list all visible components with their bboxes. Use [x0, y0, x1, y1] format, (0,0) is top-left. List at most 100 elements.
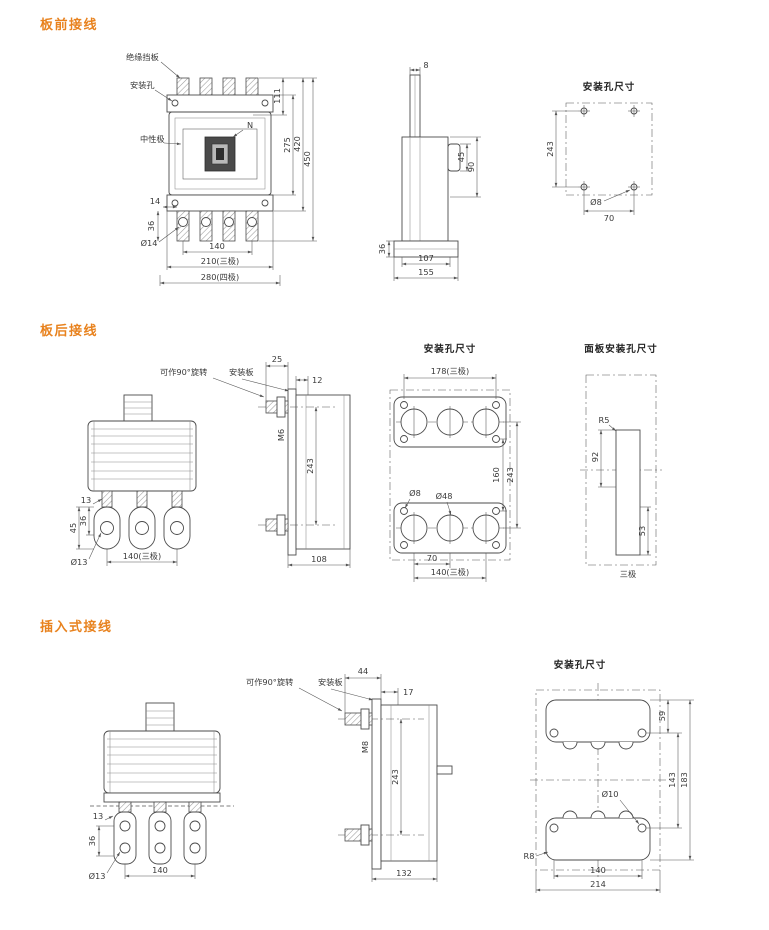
front-view-labels: 绝缘挡板 安装孔 中性极 N [126, 52, 253, 146]
dim-160: 160 [491, 467, 501, 483]
breaker-side-view [393, 74, 461, 258]
dim-8: 8 [423, 60, 428, 70]
dim-45: 45 [456, 152, 466, 162]
top-mounting-strip [166, 94, 274, 113]
dim-108: 108 [311, 554, 327, 564]
rear-view-dimensions: 13 45 36 Ø13 140(三极) [68, 495, 178, 567]
side-view-dimensions: 8 45 90 36 107 155 [377, 60, 481, 281]
dim-280: 280(四极) [201, 272, 239, 282]
bottom-mounting-strip [166, 194, 274, 212]
top-nut [276, 396, 286, 418]
dim-14: 14 [150, 196, 160, 206]
profile-body [295, 394, 351, 550]
top-nut [360, 708, 370, 730]
rear-side-dimensions: 25 12 M6 243 108 [265, 354, 351, 568]
dim-dia13: Ø13 [71, 557, 88, 567]
dim-214: 214 [590, 879, 606, 889]
mounting-hole-view: 安装孔尺寸 243 Ø8 70 [545, 81, 653, 223]
dim-243: 243 [545, 141, 555, 157]
dim-183: 183 [679, 772, 689, 788]
mounting-hole-view-title: 安装孔尺寸 [583, 81, 636, 93]
rear-terminal-tab [436, 765, 453, 775]
panel-view-title: 面板安装孔尺寸 [584, 343, 658, 355]
dim-dia10: Ø10 [602, 789, 619, 799]
dim-92: 92 [590, 452, 600, 462]
dim-36-side: 36 [377, 244, 387, 254]
mounting-hole-label: 安装孔 [130, 80, 155, 90]
dim-dia14: Ø14 [141, 238, 158, 248]
section-title-front-wiring: 板前接线 [40, 18, 99, 33]
dim-12: 12 [312, 375, 322, 385]
panel-cutout-view: 面板安装孔尺寸 R5 92 53 三极 [580, 343, 662, 579]
rear-hole-view-title: 安装孔尺寸 [424, 343, 477, 355]
dim-140: 140(三极) [123, 551, 161, 561]
dim-44: 44 [358, 666, 368, 676]
dim-140: 140 [152, 865, 168, 875]
dim-210: 210(三极) [201, 256, 239, 266]
toggle-handle [216, 148, 224, 160]
plugin-mounting-hole-view: 安装孔尺寸 59 143 183 Ø10 R [524, 659, 694, 893]
mounting-hole-top-right [261, 99, 269, 107]
dim-59: 59 [657, 711, 667, 721]
dim-140: 140 [590, 865, 606, 875]
plug-blade [148, 811, 172, 865]
dim-155: 155 [418, 267, 434, 277]
dim-275: 275 [282, 137, 292, 153]
dim-70: 70 [604, 213, 614, 223]
n-mark-label: N [247, 120, 253, 130]
breaker-front-view [166, 77, 274, 242]
rotate-label: 可作90°旋转 [246, 677, 293, 687]
plugin-wiring-drawings: 13 36 Ø13 140 可作90°旋转 安装板 [87, 659, 694, 893]
dim-132: 132 [396, 868, 412, 878]
mounting-plate-label: 安装板 [318, 677, 343, 687]
pole-count-label: 三极 [620, 569, 636, 579]
mounting-plate [371, 698, 382, 870]
section-title-plugin-wiring: 插入式接线 [40, 620, 113, 635]
insulation-barrier-label: 绝缘挡板 [126, 52, 159, 62]
plugin-side-dimensions: 44 17 M8 243 132 [344, 666, 438, 882]
dim-m8: M8 [360, 741, 370, 753]
dim-420: 420 [292, 136, 302, 152]
plug-blade [183, 811, 207, 865]
mounting-plate-label: 安装板 [229, 367, 254, 377]
plugin-hole-view-title: 安装孔尺寸 [554, 659, 607, 671]
front-wiring-drawings: 绝缘挡板 安装孔 中性极 N 111 275 420 450 14 [126, 52, 653, 286]
dim-53: 53 [637, 526, 647, 536]
dim-36: 36 [78, 516, 88, 526]
panel-cutout [615, 429, 641, 556]
dim-dia48: Ø48 [436, 491, 453, 501]
dim-140: 140 [209, 241, 225, 251]
plugin-breaker-dimensions: 13 36 Ø13 140 [87, 811, 196, 881]
side-body [401, 136, 449, 242]
bottom-nut [276, 514, 286, 536]
dim-13: 13 [81, 495, 91, 505]
dim-dia13: Ø13 [89, 871, 106, 881]
dim-70: 70 [427, 553, 437, 563]
side-handle [447, 143, 461, 172]
operating-mechanism [204, 136, 236, 172]
rear-mounting-hole-view: 安装孔尺寸 178(三极) 160 243 [389, 343, 521, 582]
bottom-nut [360, 824, 370, 846]
top-cutout [545, 699, 651, 743]
dim-17: 17 [403, 687, 413, 697]
rear-body [87, 420, 197, 492]
dim-111: 111 [272, 88, 282, 104]
plugin-breaker-view [90, 702, 234, 865]
dim-450: 450 [302, 151, 312, 167]
rotate-label: 可作90°旋转 [160, 367, 207, 377]
dim-36-front: 36 [146, 221, 156, 231]
mounting-hole-top-left [171, 99, 179, 107]
dim-m6: M6 [276, 429, 286, 441]
breaker-rear-view [87, 394, 197, 550]
base-plate [103, 792, 221, 803]
dim-243: 243 [305, 458, 315, 474]
dim-25: 25 [272, 354, 282, 364]
dim-45: 45 [68, 523, 78, 533]
dim-243-holes: 243 [505, 467, 515, 483]
plugin-body [103, 730, 221, 794]
dim-36: 36 [87, 836, 97, 846]
plugin-side-profile: 可作90°旋转 安装板 [246, 677, 453, 870]
dim-r8: R8 [524, 851, 535, 861]
neutral-pole-label: 中性极 [140, 134, 165, 144]
